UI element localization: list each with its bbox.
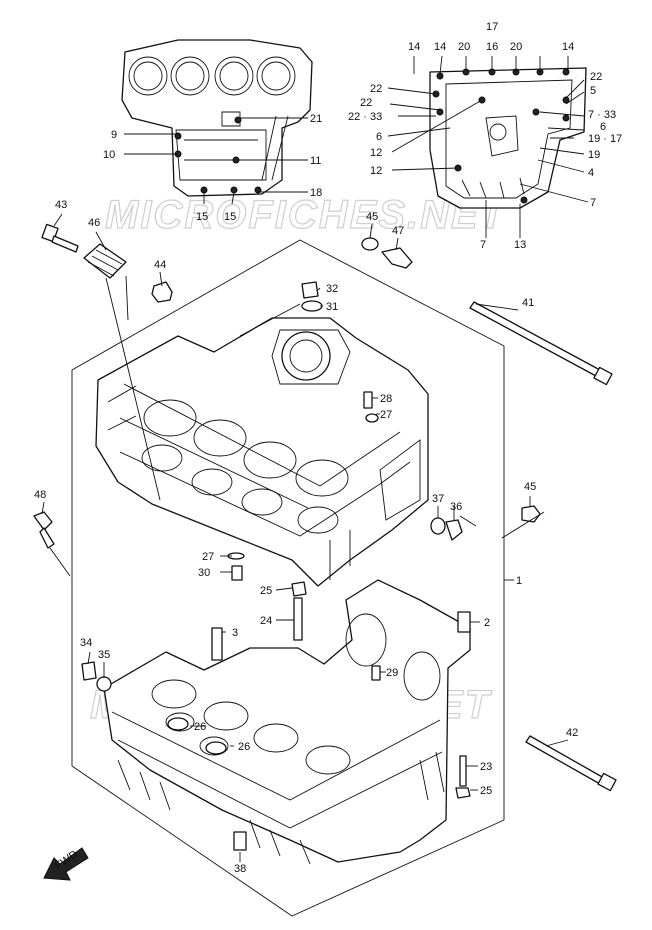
callout-24: 24 <box>260 615 272 627</box>
callout-22b: 22 <box>360 97 372 109</box>
callout-2: 2 <box>484 617 490 629</box>
callout-31: 31 <box>326 301 338 313</box>
callout-36: 36 <box>450 501 462 513</box>
part-3-dowel <box>211 627 223 661</box>
part-26-oring-a <box>167 717 189 731</box>
callout-7-33: 7 · 33 <box>588 109 616 121</box>
part-25-nut-upper <box>291 581 307 597</box>
upper-case-bottom-inset <box>121 39 313 197</box>
assembly-frame <box>71 239 505 917</box>
callout-22c: 22 <box>590 71 602 83</box>
lower-case-bottom-inset <box>429 67 587 209</box>
callout-32: 32 <box>326 283 338 295</box>
fwd-arrow: FWD <box>43 847 89 881</box>
leader-lines <box>41 55 589 862</box>
part-2-dowel <box>457 611 471 633</box>
watermark-top: MICROFICHES.NET <box>105 193 508 237</box>
callout-35: 35 <box>98 649 110 661</box>
callout-26a: 26 <box>194 721 206 733</box>
part-45-nut-lower <box>521 505 541 523</box>
callout-17: 17 <box>486 21 498 33</box>
callout-7b: 7 <box>480 239 486 251</box>
callout-23: 23 <box>480 761 492 773</box>
part-23-stud <box>459 755 467 787</box>
callout-38: 38 <box>234 863 246 875</box>
part-46-oil-filter <box>83 243 127 279</box>
part-37-washer <box>430 517 446 535</box>
callout-20a: 20 <box>458 41 470 53</box>
callout-16: 16 <box>486 41 498 53</box>
part-25-nut-lower <box>455 787 471 799</box>
callout-13: 13 <box>514 239 526 251</box>
callout-12a: 12 <box>370 147 382 159</box>
callout-22a: 22 <box>370 83 382 95</box>
callout-4: 4 <box>588 167 594 179</box>
callout-25a: 25 <box>260 585 272 597</box>
upper-crankcase <box>95 317 429 587</box>
callout-12b: 12 <box>370 165 382 177</box>
part-32-plug <box>301 281 319 299</box>
callout-11: 11 <box>310 155 321 167</box>
callout-6b: 6 <box>600 121 606 133</box>
part-34-plug <box>81 661 97 681</box>
callout-46: 46 <box>88 217 100 229</box>
part-45-gasket-upper <box>361 237 379 251</box>
lower-crankcase <box>103 579 471 865</box>
part-26-oring-b <box>205 741 227 755</box>
callout-14b: 14 <box>434 41 446 53</box>
part-41-long-bolt <box>469 301 613 386</box>
callout-30: 30 <box>198 567 210 579</box>
callout-21: 21 <box>310 113 322 125</box>
part-47-fitting <box>381 247 413 269</box>
callout-47: 47 <box>392 225 404 237</box>
callout-45b: 45 <box>524 481 536 493</box>
callout-15b: 15 <box>224 211 236 223</box>
part-29-jet <box>371 665 381 681</box>
callout-41: 41 <box>522 297 534 309</box>
part-31-washer <box>301 300 323 312</box>
callout-22-33: 22 · 33 <box>348 111 382 123</box>
callout-14c: 14 <box>562 41 574 53</box>
callout-26b: 26 <box>238 741 250 753</box>
callout-42: 42 <box>566 727 578 739</box>
callout-43: 43 <box>55 199 67 211</box>
part-27-oring-upper <box>365 413 379 423</box>
callout-9: 9 <box>111 129 117 141</box>
callout-28: 28 <box>380 393 392 405</box>
callout-27a: 27 <box>380 409 392 421</box>
callout-37: 37 <box>432 493 444 505</box>
callout-27b: 27 <box>202 551 214 563</box>
callout-48: 48 <box>34 489 46 501</box>
callout-3: 3 <box>232 627 238 639</box>
callout-15a: 15 <box>196 211 208 223</box>
callout-45a: 45 <box>366 211 378 223</box>
part-28-pin <box>363 391 373 409</box>
callout-1: 1 <box>516 575 522 587</box>
part-43-bolt <box>41 223 79 253</box>
callout-18: 18 <box>310 187 322 199</box>
part-30-pin <box>231 565 243 581</box>
part-42-long-bolt <box>525 735 617 792</box>
callout-14a: 14 <box>408 41 420 53</box>
part-38-plug <box>233 831 247 851</box>
part-35-oring <box>96 676 112 692</box>
callout-10: 10 <box>103 149 115 161</box>
callout-7a: 7 <box>590 197 596 209</box>
callout-34: 34 <box>80 637 92 649</box>
callout-20b: 20 <box>510 41 522 53</box>
part-24-stud <box>293 597 303 641</box>
callout-19: 19 <box>588 149 600 161</box>
callout-6a: 6 <box>376 131 382 143</box>
callout-5: 5 <box>590 85 596 97</box>
callout-19-17: 19 · 17 <box>588 133 622 145</box>
part-44-plug <box>151 281 173 303</box>
part-48-sensor <box>33 511 55 549</box>
callout-labels: 9 10 21 11 18 15 15 17 14 14 20 16 20 14… <box>34 21 622 875</box>
callout-25b: 25 <box>480 785 492 797</box>
callout-44: 44 <box>154 259 166 271</box>
callout-29: 29 <box>386 667 398 679</box>
part-36-plug <box>445 519 463 541</box>
